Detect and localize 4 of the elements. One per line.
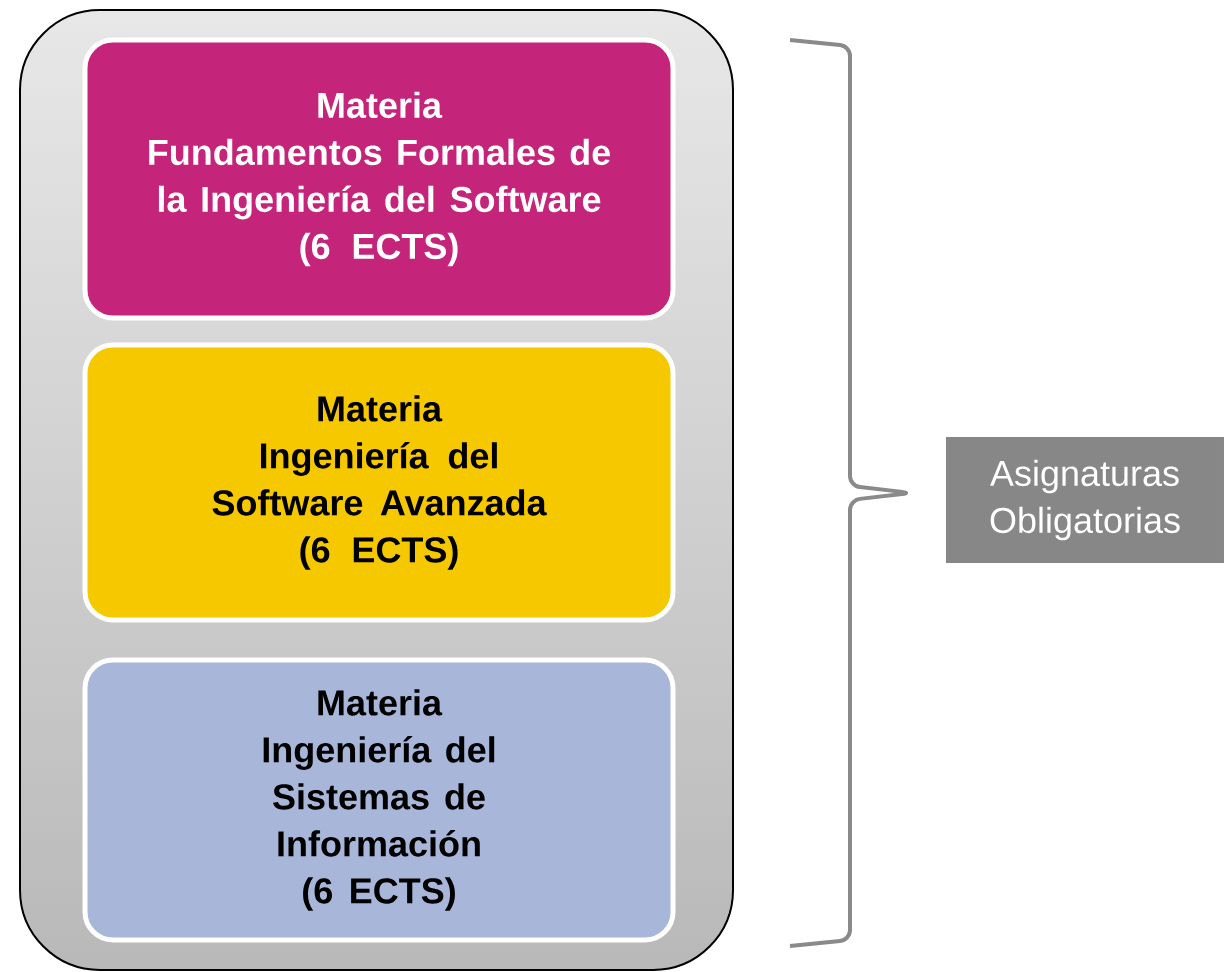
subject-box: Materia Ingeniería del Sistemas de Información (6 ECTS): [82, 657, 676, 943]
subject-box: Materia Fundamentos Formales de la Ingeniería del Software (6 ECTS): [82, 37, 676, 321]
subject-box: Materia Ingeniería del Software Avanzada (6 ECTS): [82, 342, 676, 623]
category-label: Asignaturas Obligatorias: [946, 437, 1224, 563]
